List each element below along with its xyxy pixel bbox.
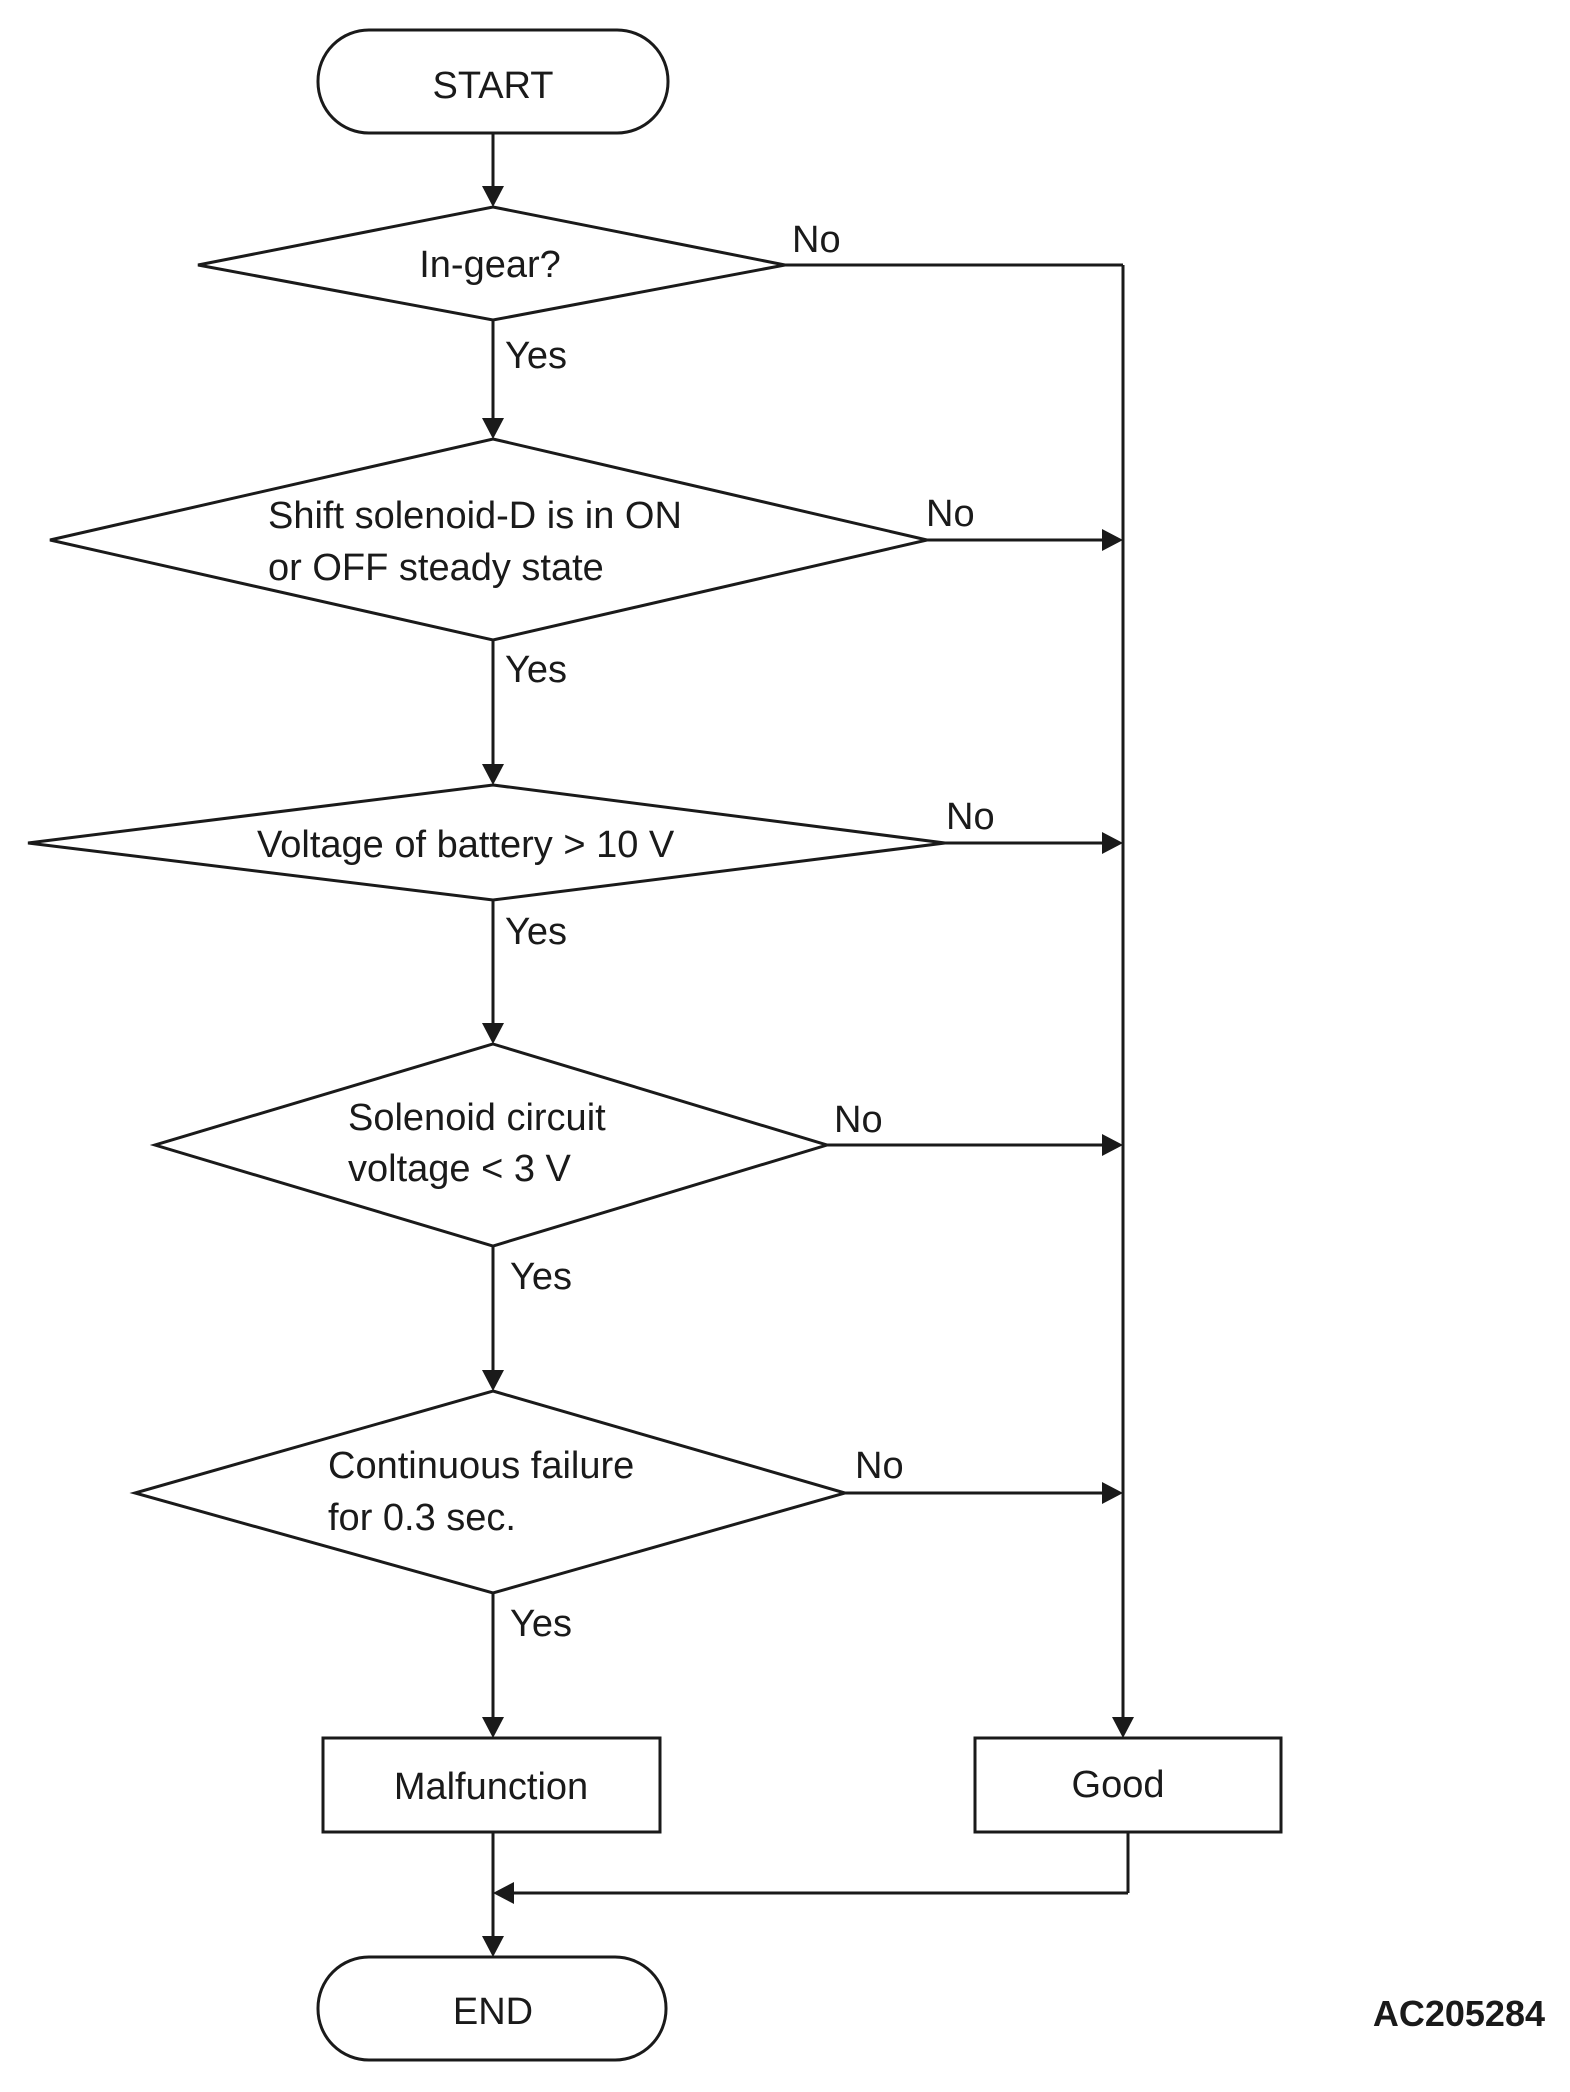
decision-solenoid-circuit xyxy=(149,1042,833,1248)
arrowhead-d3 xyxy=(482,764,504,785)
malfunction-label: Malfunction xyxy=(394,1766,588,1808)
decision-battery-voltage-text: Voltage of battery > 10 V xyxy=(257,824,675,866)
decision-continuous-failure-yes: Yes xyxy=(510,1603,572,1645)
arrowhead-d2 xyxy=(482,418,504,439)
decision-battery-voltage-no: No xyxy=(946,796,995,838)
arrowhead-d4 xyxy=(482,1023,504,1044)
decision-shift-solenoid-yes: Yes xyxy=(505,649,567,691)
decision-continuous-failure-no: No xyxy=(855,1445,904,1487)
decision-shift-solenoid xyxy=(49,437,928,642)
good-box xyxy=(973,1736,1283,1834)
decision-shift-solenoid-text-2: or OFF steady state xyxy=(268,547,604,589)
decision-in-gear-no: No xyxy=(792,219,841,261)
decision-continuous-failure xyxy=(129,1389,851,1595)
decision-in-gear-text: In-gear? xyxy=(419,244,561,286)
arrowhead-end xyxy=(482,1936,504,1957)
arrowhead-good xyxy=(1112,1717,1134,1738)
decision-continuous-failure-text-1: Continuous failure xyxy=(328,1445,634,1487)
end-terminal xyxy=(316,1955,668,2062)
arrowhead-d1 xyxy=(482,186,504,207)
malfunction-box xyxy=(321,1736,662,1834)
decision-solenoid-circuit-text-1: Solenoid circuit xyxy=(348,1097,606,1139)
decision-shift-solenoid-text-1: Shift solenoid-D is in ON xyxy=(268,495,682,537)
decision-battery-voltage-yes: Yes xyxy=(505,911,567,953)
arrowhead-no-d5 xyxy=(1102,1482,1123,1504)
good-label: Good xyxy=(1072,1764,1165,1806)
start-label: START xyxy=(432,65,553,107)
end-label: END xyxy=(453,1991,533,2033)
arrowhead-no-d2 xyxy=(1102,529,1123,551)
decision-solenoid-circuit-yes: Yes xyxy=(510,1256,572,1298)
arrowhead-no-d4 xyxy=(1102,1134,1123,1156)
decision-in-gear-yes: Yes xyxy=(505,335,567,377)
figure-code: AC205284 xyxy=(1373,1993,1545,2034)
decision-continuous-failure-text-2: for 0.3 sec. xyxy=(328,1497,516,1539)
arrowhead-merge xyxy=(493,1882,514,1904)
arrowhead-malfunction xyxy=(482,1717,504,1738)
arrowhead-d5 xyxy=(482,1370,504,1391)
decision-solenoid-circuit-no: No xyxy=(834,1099,883,1141)
arrowhead-no-d3 xyxy=(1102,832,1123,854)
decision-solenoid-circuit-text-2: voltage < 3 V xyxy=(348,1148,572,1190)
decision-shift-solenoid-no: No xyxy=(926,493,975,535)
